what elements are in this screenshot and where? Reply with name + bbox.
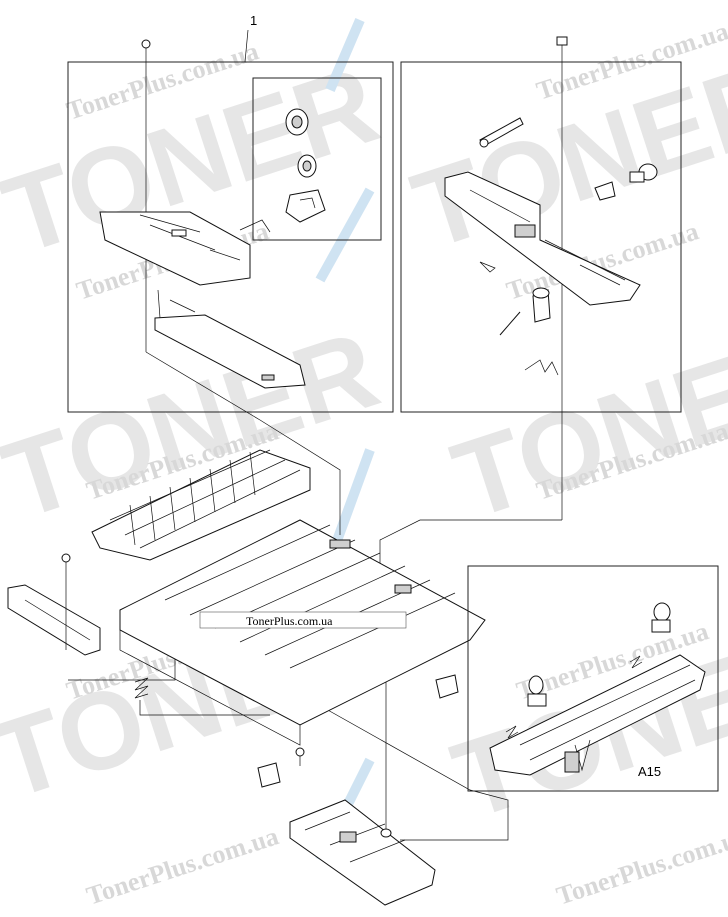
roller-detail-frame <box>252 77 382 241</box>
spring-icon <box>134 677 149 699</box>
site-label: TonerPlus.com.ua <box>246 614 333 628</box>
pickup-roller-icon <box>285 108 309 136</box>
assembly-frame-right <box>400 61 682 413</box>
site-label-box <box>199 611 407 629</box>
watermark-brand: TONER <box>439 307 728 542</box>
roller-icon <box>651 602 671 633</box>
watermark-site: TonerPlus.com.ua <box>83 821 282 910</box>
bushing-icon <box>629 163 658 183</box>
roller-holder-icon <box>285 189 326 223</box>
clip-icon <box>594 181 616 201</box>
bottom-tray-icon <box>289 799 436 906</box>
screw-icon <box>295 747 305 766</box>
spring-icon <box>629 655 643 669</box>
spring-icon <box>239 219 271 233</box>
guide-bar-icon <box>154 289 306 389</box>
side-bracket-icon <box>7 584 101 656</box>
assembly-frame-left <box>67 61 394 413</box>
separation-pad-tray-icon <box>444 171 641 306</box>
pickup-assembly-group: 1 <box>67 13 394 413</box>
pin-icon <box>499 311 521 336</box>
watermark-site: TonerPlus.com.ua <box>553 821 728 910</box>
callout-number: 1 <box>250 13 257 28</box>
roller-icon <box>527 675 547 707</box>
foot-pad-icon <box>435 674 459 699</box>
registration-guide-icon <box>489 654 706 776</box>
callout-leader <box>244 29 249 63</box>
separation-assembly-group <box>400 36 682 520</box>
separation-roller-icon <box>532 287 551 323</box>
assembly-code: A15 <box>638 764 661 779</box>
pickup-roller-icon <box>297 154 317 178</box>
spring-icon <box>505 725 519 739</box>
clip-icon <box>479 261 496 273</box>
assembly-frame-a15 <box>467 565 719 792</box>
registration-assembly-group: A15 <box>467 565 719 792</box>
screw-icon <box>141 39 151 58</box>
foot-pad-icon <box>257 762 281 788</box>
shaft-icon <box>479 117 524 148</box>
paper-guide-comb-icon <box>91 449 311 561</box>
watermark-layer: TONER TONER TONER TONER TONER TONER Tone… <box>0 16 728 910</box>
screw-icon <box>61 553 71 650</box>
spring-icon <box>524 359 559 376</box>
screw-icon <box>556 36 568 60</box>
pickup-plate-icon <box>99 211 251 286</box>
